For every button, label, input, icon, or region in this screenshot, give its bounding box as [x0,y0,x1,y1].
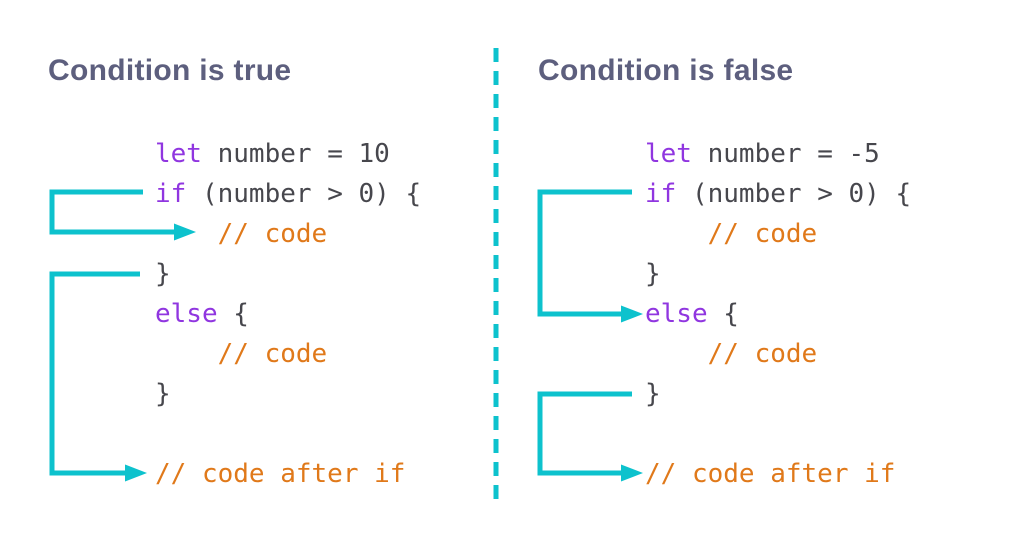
code-line: if (number > 0) { [155,174,421,214]
code-line: // code [155,334,421,374]
code-token: // code after if [645,459,896,489]
code-token: // code [155,339,328,369]
code-token: { [217,299,249,329]
code-line: if (number > 0) { [645,174,911,214]
code-token: // code [645,219,818,249]
code-token: // code after if [155,459,406,489]
code-token: // code [155,219,328,249]
code-token: } [645,379,661,409]
code-token: else [645,299,708,329]
code-token: number = -5 [691,139,880,169]
code-token: { [707,299,739,329]
arrow-if-end-to-code-after-if-icon [49,271,147,482]
code-token: if [645,179,677,209]
code-block-true: let number = 10 if (number > 0) { // cod… [155,134,421,494]
code-line: // code after if [645,454,911,494]
code-line: } [155,254,421,294]
code-token: } [155,379,171,409]
code-line: let number = -5 [645,134,911,174]
code-token: // code [645,339,818,369]
arrow-else-end-to-code-after-if-icon [537,391,643,482]
panel-title-false: Condition is false [538,54,794,87]
code-token: let [645,139,692,169]
code-token: let [155,139,202,169]
code-line: } [645,374,911,414]
panel-title-true: Condition is true [48,54,292,87]
code-token: else [155,299,218,329]
code-block-false: let number = -5 if (number > 0) { // cod… [645,134,911,494]
code-token: (number > 0) { [186,179,422,209]
code-line-blank [155,414,421,454]
code-line: // code after if [155,454,421,494]
code-line: else { [645,294,911,334]
code-line-blank [645,414,911,454]
code-token: number = 10 [201,139,390,169]
code-line: // code [645,214,911,254]
code-token: } [155,259,171,289]
code-token: } [645,259,661,289]
code-token: if [155,179,187,209]
code-line: } [155,374,421,414]
code-token: (number > 0) { [676,179,912,209]
code-line: let number = 10 [155,134,421,174]
code-line: // code [155,214,421,254]
arrow-if-to-else-icon [537,189,643,323]
code-line: } [645,254,911,294]
code-line: // code [645,334,911,374]
code-line: else { [155,294,421,334]
